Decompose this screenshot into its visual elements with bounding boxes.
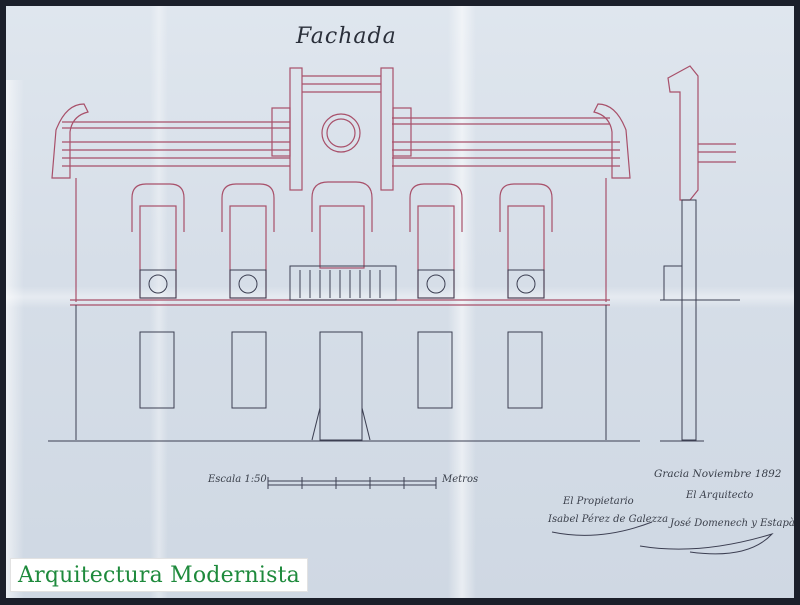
place-date: Gracia Noviembre 1892 <box>654 468 782 480</box>
architect-signature: José Domenech y Estapà <box>670 518 795 529</box>
watermark-badge: Arquitectura Modernista <box>10 558 308 592</box>
paper-fold <box>150 6 168 598</box>
facade-upper-floor <box>51 65 736 306</box>
scale-label: Escala 1:50 <box>208 474 267 485</box>
architect-title: El Arquitecto <box>686 490 754 501</box>
owner-signature: Isabel Pérez de Galezza <box>548 514 669 525</box>
watermark-text: Arquitectura Modernista <box>18 562 300 588</box>
facade-lower-floor <box>48 199 774 555</box>
blueprint-sheet <box>6 6 794 598</box>
scale-unit: Metros <box>442 474 479 485</box>
paper-fold <box>448 6 476 598</box>
drawing-title: Fachada <box>296 24 397 49</box>
owner-title: El Propietario <box>563 496 634 507</box>
paper-edge <box>6 80 24 598</box>
paper-fold <box>6 286 794 308</box>
